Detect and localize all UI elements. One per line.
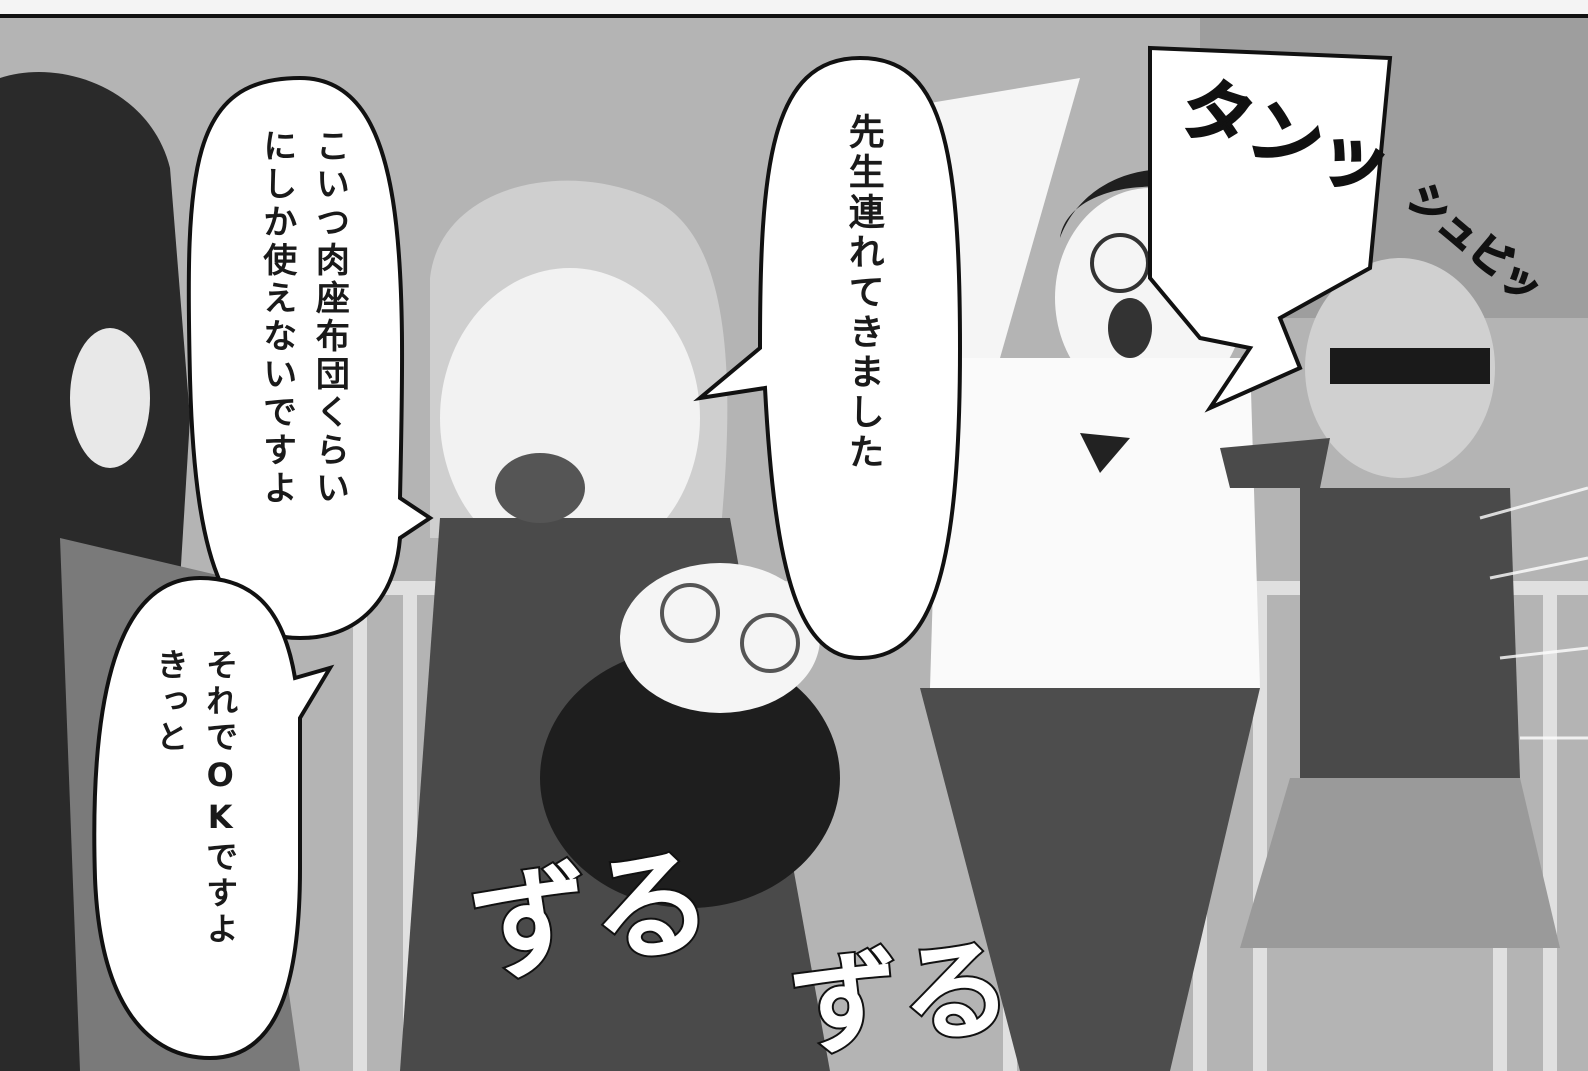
speech-bubble-left-bottom (92, 575, 335, 1061)
panel-illustration (0, 18, 1588, 1071)
speech-line: 先生連れてきました (842, 113, 884, 473)
speed-lines (1479, 486, 1588, 740)
page-margin (0, 0, 1588, 14)
speech-text-center: 先生連れてきました (835, 113, 891, 593)
speech-text-left-top: こいつ肉座布団くらい にしか使えないですよ (250, 128, 355, 588)
speech-text-left-bottom: それでOKですよ きっと (145, 648, 244, 1028)
glasses-boy (900, 78, 1260, 1071)
sfx-drag-2: ずる (783, 921, 1019, 1071)
blindfold-girl (1220, 258, 1560, 948)
speech-line: こいつ肉座布団くらい (309, 128, 350, 508)
speech-bubble-left-top (186, 75, 434, 641)
speech-line: にしか使えないですよ (256, 128, 297, 508)
sfx-burst-bubble (1148, 45, 1393, 413)
speech-bubble-center (693, 55, 963, 661)
speech-line: きっと (151, 648, 190, 756)
speech-line: それでOKですよ (201, 648, 240, 948)
manga-panel: こいつ肉座布団くらい にしか使えないですよ それでOKですよ きっと 先生連れて… (0, 14, 1588, 1071)
dragged-boy (540, 563, 840, 908)
sfx-drag-1: ずる (461, 829, 722, 1004)
